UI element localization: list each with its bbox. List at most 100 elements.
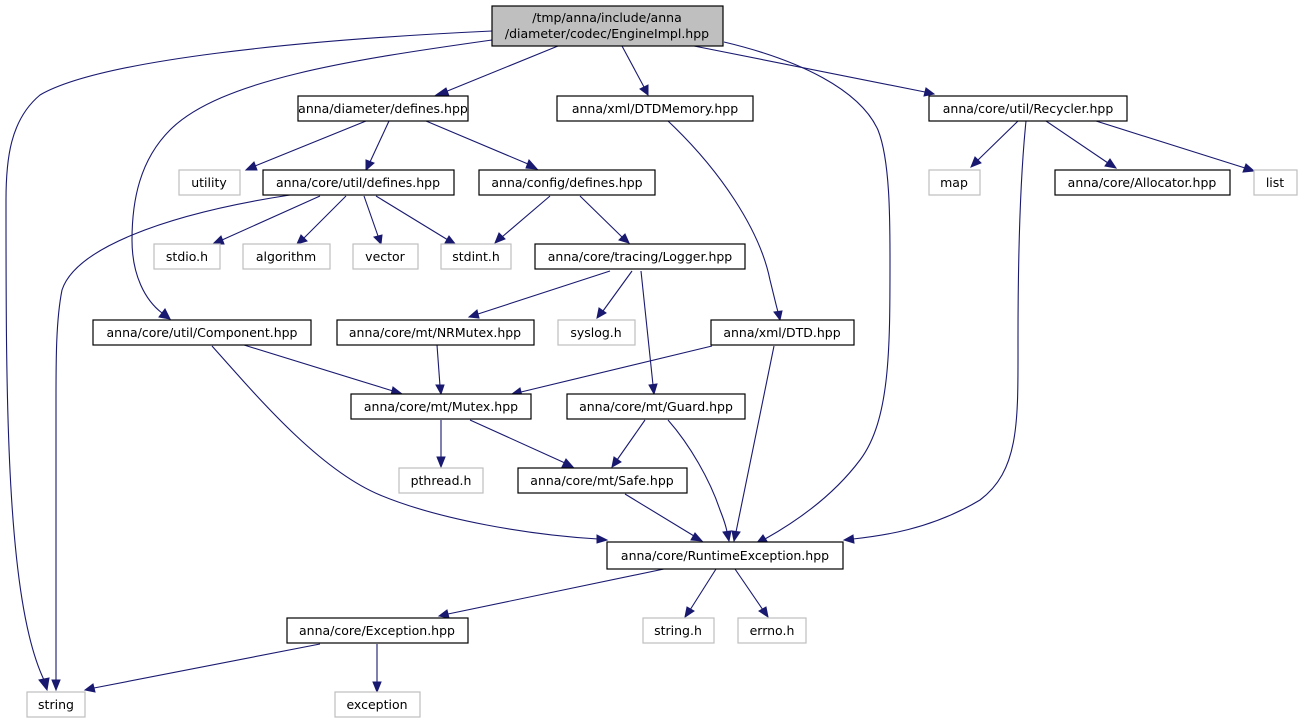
- node-map[interactable]: map: [928, 169, 981, 196]
- edge-runtime-stringh: [689, 568, 717, 611]
- edge-logger-syslog: [602, 270, 633, 312]
- node-pthread[interactable]: pthread.h: [398, 467, 484, 494]
- edge-ddefines-configdefines-arrow: [525, 159, 539, 170]
- edge-runtime-exceptionhpp-arrow: [437, 609, 450, 619]
- edge-safe-runtimeexception-arrow: [690, 532, 704, 542]
- node-root-line1: /tmp/anna/include/anna: [532, 10, 681, 25]
- node-algorithm-label: algorithm: [256, 249, 316, 264]
- node-allocator[interactable]: anna/core/Allocator.hpp: [1054, 169, 1231, 196]
- edge-root-component: [131, 39, 493, 314]
- node-root-line2: /diameter/codec/EngineImpl.hpp: [505, 26, 709, 41]
- edge-mutex-pthread-arrow: [436, 456, 446, 469]
- edge-recycler-map-arrow: [970, 156, 982, 168]
- node-string-h-label: string.h: [654, 623, 702, 638]
- node-syslog-label: syslog.h: [570, 325, 621, 340]
- edge-ddefines-utility: [254, 120, 367, 167]
- node-guard[interactable]: anna/core/mt/Guard.hpp: [566, 393, 746, 420]
- edge-safe-runtimeexception: [624, 493, 695, 537]
- node-xml-dtd-label: anna/xml/DTD.hpp: [723, 325, 840, 340]
- node-component[interactable]: anna/core/util/Component.hpp: [92, 319, 312, 346]
- edge-mutex-safe-arrow: [561, 458, 575, 468]
- edge-nrmutex-mutex-arrow: [435, 384, 445, 396]
- edge-runtime-exceptionhpp: [447, 568, 665, 615]
- edge-utildefines-vector: [363, 195, 379, 237]
- edge-ddefines-utildefines-arrow: [365, 159, 375, 172]
- edge-recycler-runtimeexception: [852, 120, 1027, 540]
- edge-dtd-runtimeexception: [735, 345, 775, 533]
- node-string[interactable]: string: [26, 691, 86, 718]
- edge-recycler-runtimeexception-arrow: [842, 534, 855, 544]
- edge-component-mutex: [243, 344, 394, 392]
- edge-recycler-map: [977, 120, 1019, 161]
- node-config-defines[interactable]: anna/config/defines.hpp: [478, 169, 656, 196]
- edge-runtime-stringh-arrow: [684, 606, 695, 619]
- edge-ddefines-utility-arrow: [244, 161, 258, 171]
- node-exception-label: exception: [346, 697, 407, 712]
- node-utility-label: utility: [191, 175, 227, 190]
- node-mutex[interactable]: anna/core/mt/Mutex.hpp: [350, 393, 532, 420]
- edge-utildefines-stdio-arrow: [211, 235, 225, 245]
- edge-guard-runtimeexception-arrow: [722, 530, 732, 543]
- edge-recycler-allocator: [1045, 120, 1109, 164]
- node-runtime-exception[interactable]: anna/core/RuntimeException.hpp: [606, 541, 844, 570]
- edge-logger-syslog-arrow: [596, 307, 607, 319]
- edge-mutex-safe: [469, 419, 566, 464]
- node-stdint-label: stdint.h: [452, 249, 500, 264]
- node-exception[interactable]: exception: [334, 691, 421, 718]
- node-logger-label: anna/core/tracing/Logger.hpp: [548, 249, 733, 264]
- node-recycler-label: anna/core/util/Recycler.hpp: [943, 101, 1114, 116]
- node-utility[interactable]: utility: [178, 169, 241, 196]
- node-vector[interactable]: vector: [352, 243, 419, 270]
- node-util-defines[interactable]: anna/core/util/defines.hpp: [262, 169, 455, 196]
- edge-dtdmemory-dtd: [667, 120, 779, 313]
- node-syslog[interactable]: syslog.h: [557, 319, 636, 346]
- edge-component-runtimeexception-arrow: [596, 534, 609, 544]
- edge-utildefines-string-arrow: [51, 679, 61, 692]
- edge-dtd-mutex: [520, 345, 713, 393]
- node-stdio[interactable]: stdio.h: [153, 243, 221, 270]
- node-vector-label: vector: [365, 249, 406, 264]
- edge-configdefines-stdint-arrow: [494, 232, 506, 244]
- node-xml-dtdmemory[interactable]: anna/xml/DTDMemory.hpp: [556, 95, 754, 122]
- node-root[interactable]: /tmp/anna/include/anna /diameter/codec/E…: [491, 5, 724, 47]
- node-util-defines-label: anna/core/util/defines.hpp: [276, 175, 440, 190]
- node-algorithm[interactable]: algorithm: [242, 243, 331, 270]
- edge-recycler-allocator-arrow: [1104, 158, 1118, 169]
- edge-exceptionhpp-string: [93, 643, 321, 689]
- edge-configdefines-stdint: [501, 195, 551, 238]
- edges: [5, 30, 1256, 694]
- node-string-h[interactable]: string.h: [642, 617, 715, 644]
- edge-ddefines-utildefines: [369, 120, 390, 163]
- edge-recycler-list-arrow: [1242, 163, 1256, 173]
- edge-recycler-list: [1095, 120, 1246, 169]
- node-exception-hpp[interactable]: anna/core/Exception.hpp: [286, 617, 469, 644]
- nodes: /tmp/anna/include/anna /diameter/codec/E…: [26, 5, 1298, 718]
- node-safe-label: anna/core/mt/Safe.hpp: [530, 473, 673, 488]
- edge-logger-guard: [640, 270, 654, 386]
- node-component-label: anna/core/util/Component.hpp: [107, 325, 298, 340]
- node-stdint[interactable]: stdint.h: [440, 243, 512, 270]
- node-diameter-defines-label: anna/diameter/defines.hpp: [298, 101, 468, 116]
- edge-root-dtdmemory-arrow: [639, 84, 649, 96]
- edge-root-diameterdefines-arrow: [434, 87, 450, 97]
- node-xml-dtd[interactable]: anna/xml/DTD.hpp: [710, 319, 855, 346]
- edge-root-diameterdefines: [444, 45, 559, 93]
- edge-utildefines-stdio: [221, 195, 321, 241]
- node-recycler[interactable]: anna/core/util/Recycler.hpp: [928, 95, 1128, 122]
- node-safe[interactable]: anna/core/mt/Safe.hpp: [517, 467, 688, 494]
- edge-guard-safe: [616, 419, 646, 461]
- node-diameter-defines[interactable]: anna/diameter/defines.hpp: [297, 95, 469, 122]
- edge-root-recycler: [693, 45, 926, 93]
- node-errno[interactable]: errno.h: [737, 617, 807, 644]
- node-logger[interactable]: anna/core/tracing/Logger.hpp: [534, 243, 746, 270]
- node-exception-hpp-label: anna/core/Exception.hpp: [299, 623, 455, 638]
- node-guard-label: anna/core/mt/Guard.hpp: [579, 399, 733, 414]
- edge-root-component-arrow: [158, 308, 171, 320]
- node-nrmutex[interactable]: anna/core/mt/NRMutex.hpp: [336, 319, 535, 346]
- edge-root-runtimeexception: [723, 41, 891, 540]
- edge-dtd-runtimeexception-arrow: [731, 530, 741, 543]
- node-mutex-label: anna/core/mt/Mutex.hpp: [364, 399, 518, 414]
- edge-utildefines-stdint: [375, 195, 449, 241]
- node-list[interactable]: list: [1253, 169, 1298, 196]
- node-runtime-exception-label: anna/core/RuntimeException.hpp: [621, 548, 829, 563]
